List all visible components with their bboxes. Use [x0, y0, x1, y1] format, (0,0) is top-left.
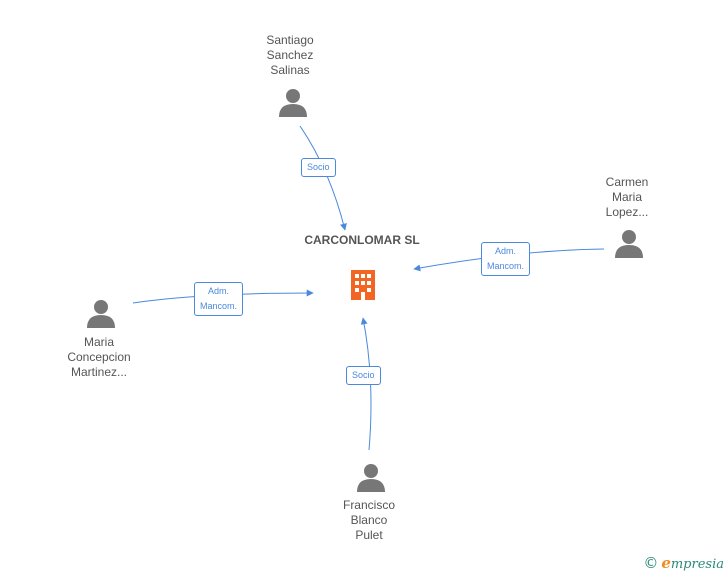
person-icon[interactable] [355, 462, 387, 494]
person-icon[interactable] [85, 298, 117, 330]
person-icon[interactable] [277, 87, 309, 119]
person-name-left[interactable]: Maria Concepcion Martinez... [67, 335, 131, 379]
footer-brand[interactable]: © empresia [643, 554, 724, 572]
relation-tag-top[interactable]: Socio [301, 158, 336, 177]
relation-tag-left[interactable]: Adm. Mancom. [194, 282, 244, 316]
edge-top [299, 125, 347, 231]
building-icon[interactable] [347, 266, 383, 302]
relation-tag-bottom[interactable]: Socio [346, 366, 381, 385]
brand-rest: mpresia [670, 557, 724, 572]
person-icon[interactable] [613, 228, 645, 260]
person-name-top[interactable]: Santiago Sanchez Salinas [266, 33, 314, 77]
relation-tag-right[interactable]: Adm. Mancom. [481, 242, 531, 276]
brand-initial: e [661, 554, 671, 572]
copyright-icon: © [643, 554, 659, 572]
person-name-bottom[interactable]: Francisco Blanco Pulet [342, 498, 395, 542]
company-name[interactable]: CARCONLOMAR SL [304, 233, 420, 247]
person-name-right[interactable]: Carmen Maria Lopez... [605, 175, 649, 219]
brand-logo: empresia [661, 554, 724, 572]
